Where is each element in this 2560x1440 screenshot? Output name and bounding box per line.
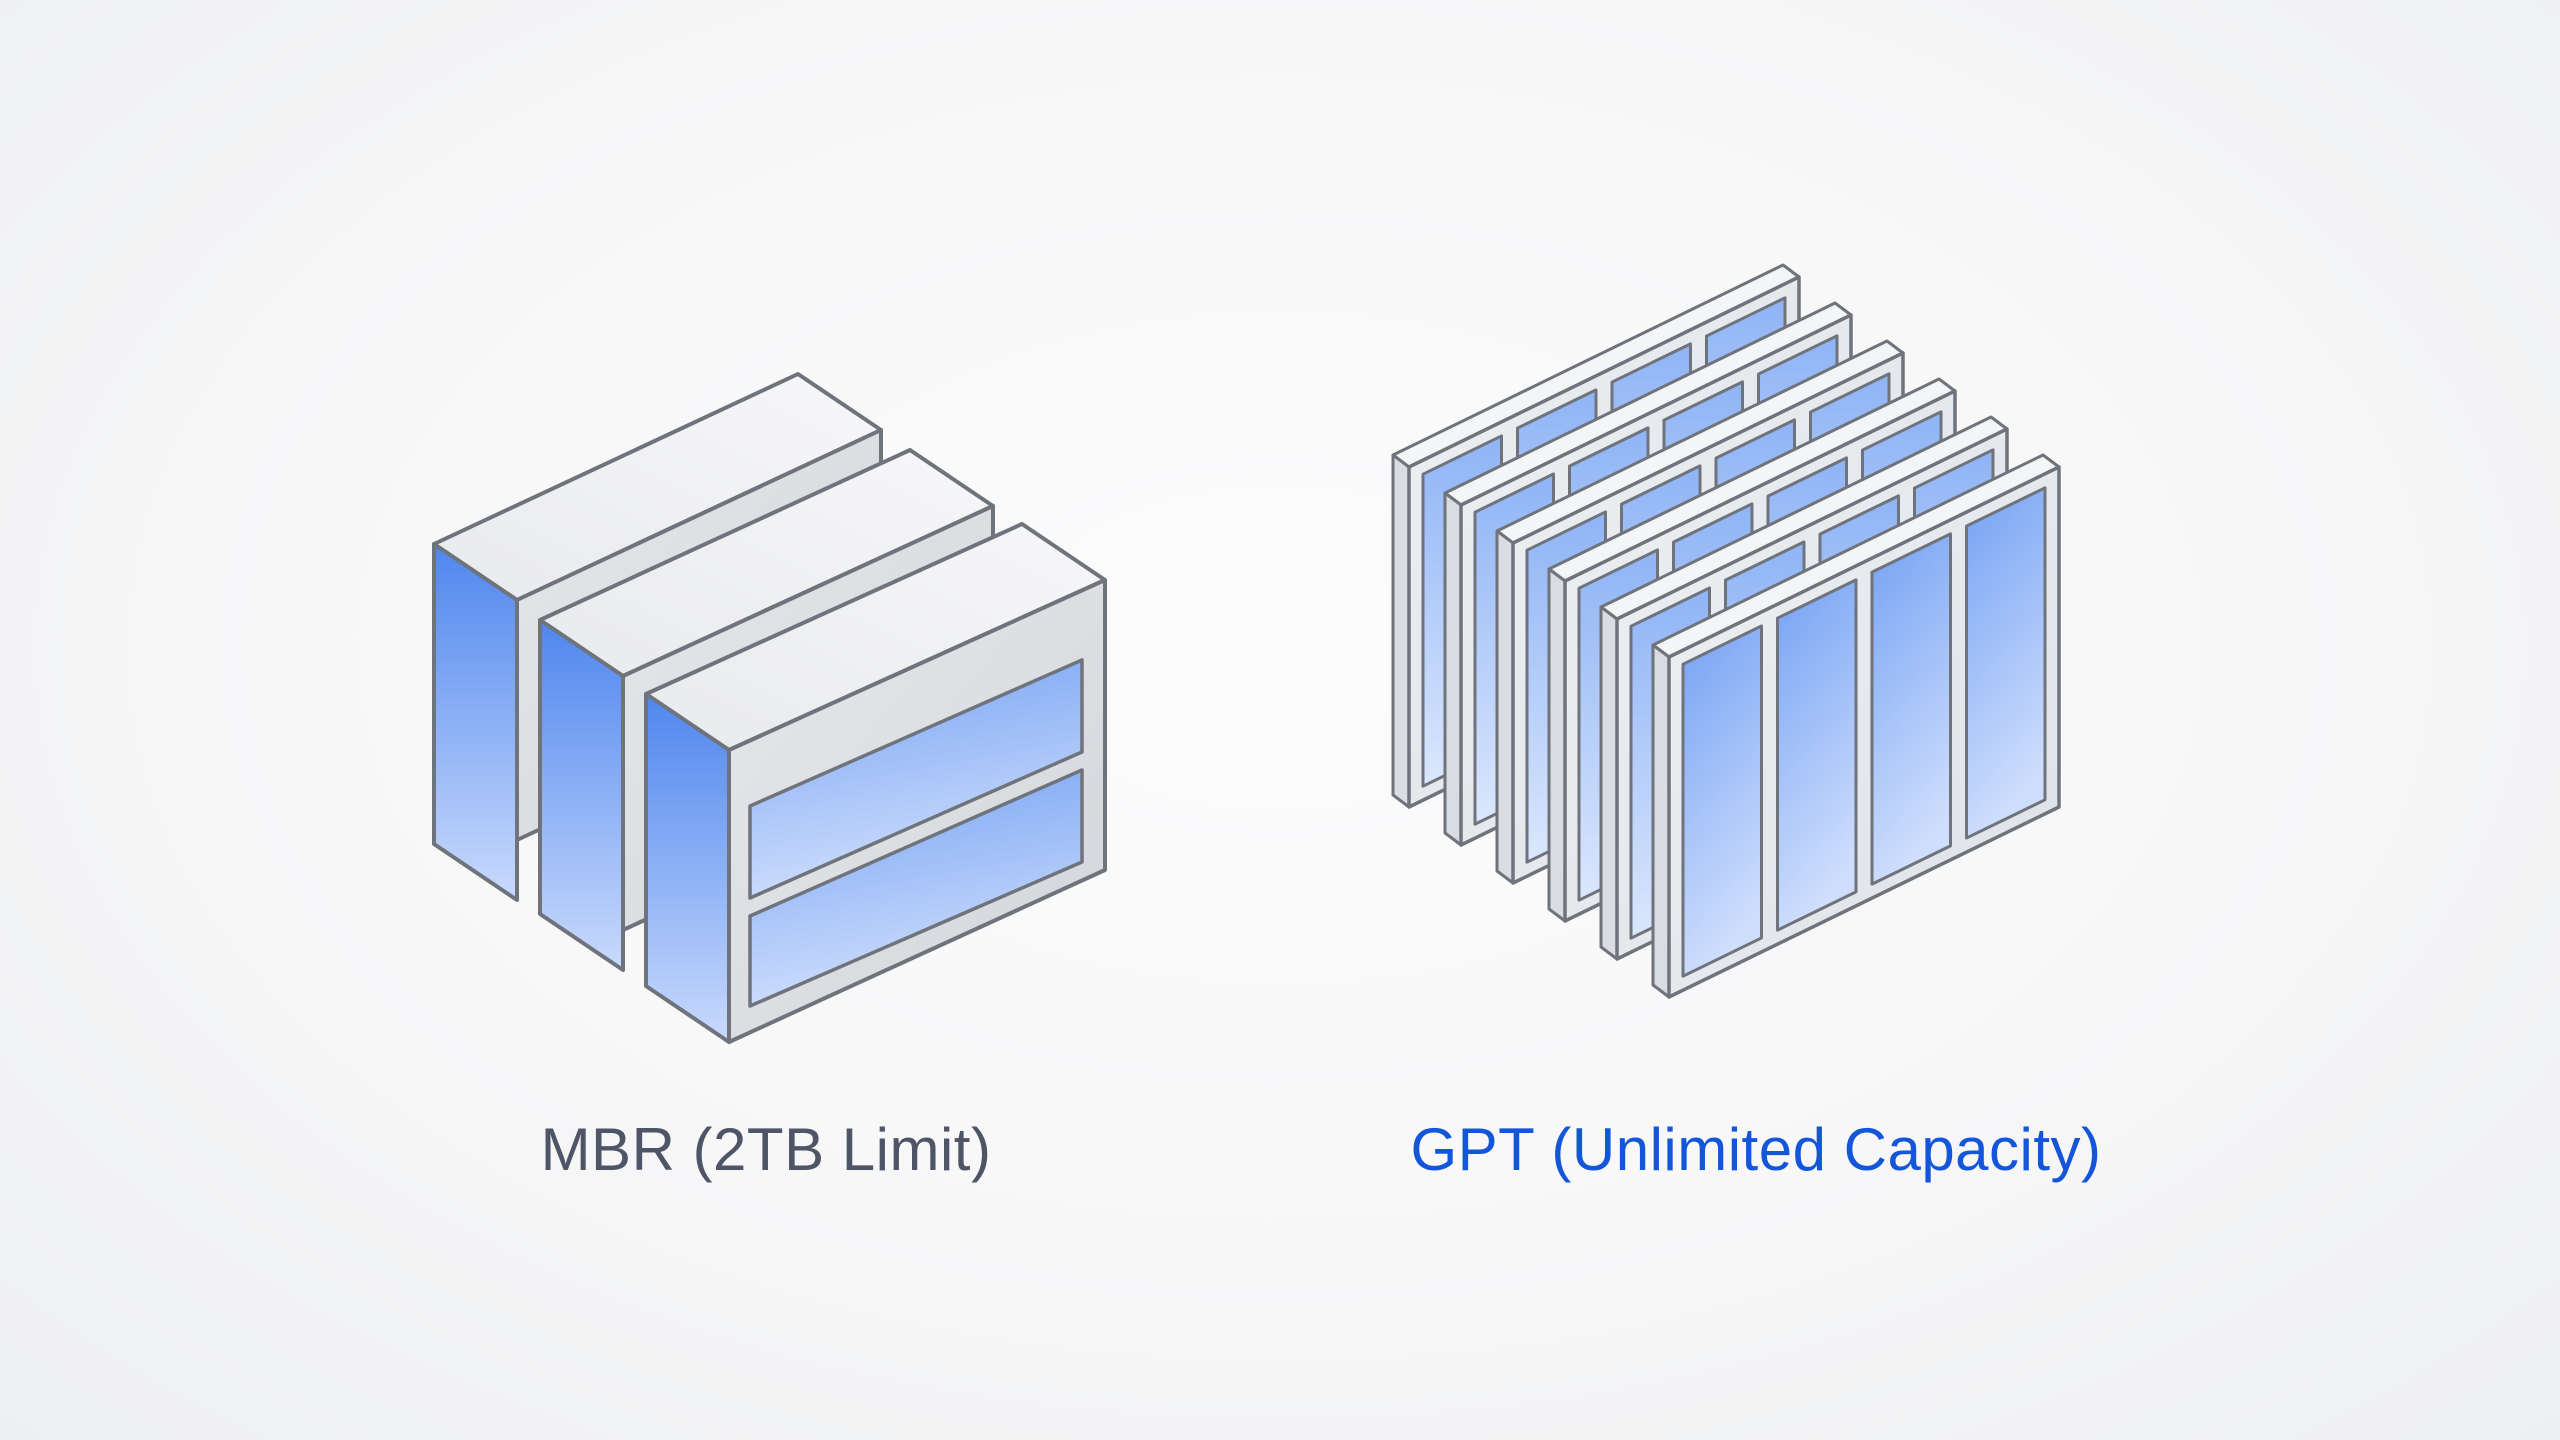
gpt-partition-panel-6 — [1651, 453, 2061, 999]
mbr-partition-block-3 — [644, 522, 1107, 1044]
gpt-disk-illustration — [1391, 263, 2061, 999]
mbr-partition-slot-1 — [748, 658, 1084, 900]
gpt-partition-slot — [1681, 624, 1763, 978]
mbr-label: MBR (2TB Limit) — [540, 1116, 992, 1183]
gpt-label: GPT (Unlimited Capacity) — [1410, 1116, 2102, 1183]
gpt-partition-slot — [1870, 532, 1952, 886]
mbr-partition-slot-2 — [748, 768, 1084, 1008]
gpt-partition-slot — [1965, 486, 2047, 840]
gpt-partition-slot — [1776, 578, 1858, 932]
mbr-disk-illustration — [432, 372, 1107, 1044]
